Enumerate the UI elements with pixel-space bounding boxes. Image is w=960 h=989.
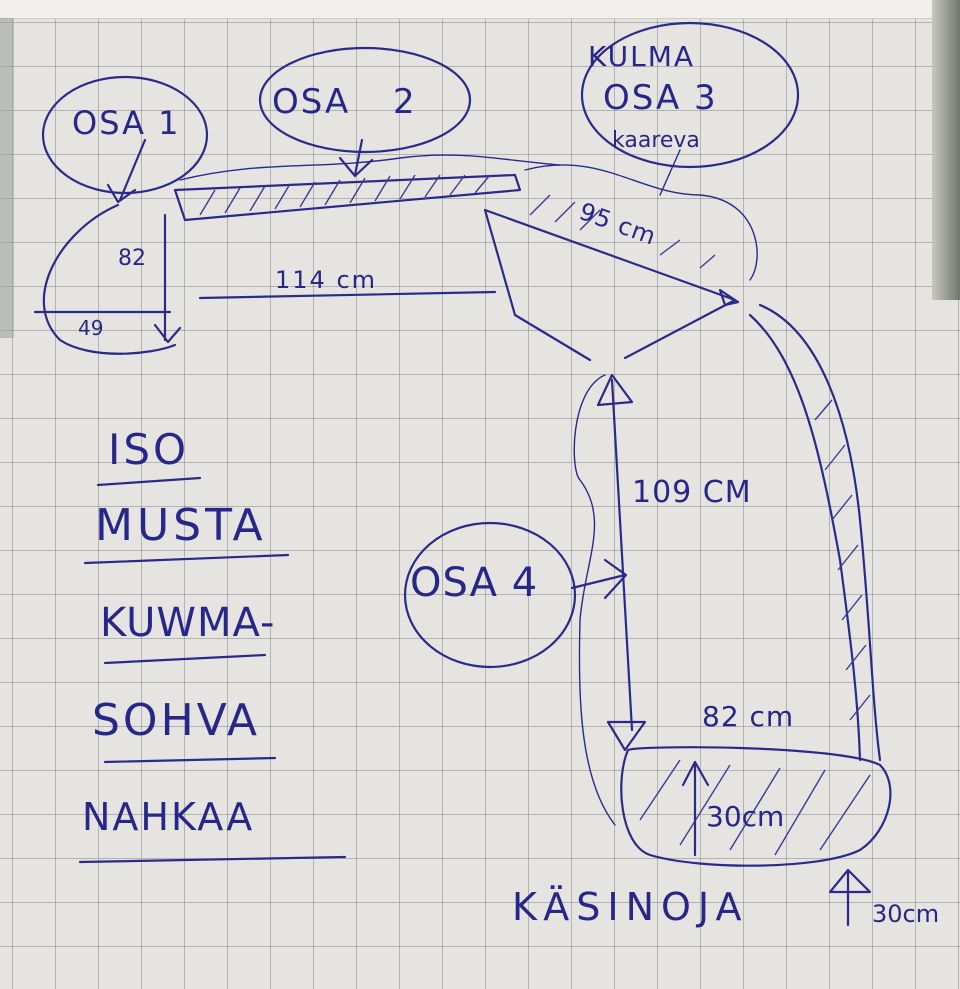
osa1-depth-arrow bbox=[153, 213, 182, 344]
osa1-label: OSA 1 bbox=[72, 104, 181, 142]
armrest-height: 30cm bbox=[872, 900, 940, 928]
osa4-length: 109 CM bbox=[632, 475, 752, 510]
osa4-hatching bbox=[814, 399, 871, 721]
armrest-outline bbox=[620, 746, 892, 867]
underline-sohva bbox=[103, 756, 277, 764]
osa2-bubble bbox=[258, 46, 472, 154]
underline-iso bbox=[96, 476, 202, 487]
osa3-pointer bbox=[659, 149, 681, 196]
osa4-label: OSA 4 bbox=[410, 560, 539, 606]
osa4-length-line bbox=[610, 378, 634, 732]
paper-top-edge bbox=[0, 0, 960, 19]
osa3-back-curve bbox=[524, 164, 758, 281]
osa3-arrow-head bbox=[718, 288, 740, 307]
osa2-hatching bbox=[199, 174, 491, 216]
osa3-corner-outline bbox=[483, 208, 737, 362]
background-left-edge bbox=[0, 18, 14, 338]
osa3-label-line2: OSA 3 bbox=[603, 78, 718, 118]
title-line-2: MUSTA bbox=[95, 500, 267, 551]
osa3-label-line3: kaareva bbox=[612, 128, 700, 153]
title-line-4: SOHVA bbox=[92, 695, 261, 746]
osa1-arrow bbox=[106, 138, 147, 204]
osa4-arrow bbox=[570, 558, 628, 600]
armrest-label: KÄSINOJA bbox=[512, 885, 749, 929]
underline-musta bbox=[83, 553, 290, 565]
armrest-hatching bbox=[639, 759, 871, 856]
osa1-width: 49 bbox=[78, 316, 104, 340]
osa4-arrow-down bbox=[606, 720, 647, 752]
underline-nahkaa bbox=[78, 855, 347, 864]
osa3-hatching bbox=[529, 194, 716, 269]
osa4-bubble bbox=[403, 521, 577, 669]
osa3-label-line1: KULMA bbox=[588, 40, 696, 73]
osa1-depth: 82 bbox=[118, 246, 146, 271]
osa4-arrow-up bbox=[596, 373, 634, 407]
title-line-3: KUWMA- bbox=[100, 600, 276, 646]
armrest-width: 82 cm bbox=[702, 700, 795, 733]
osa2-back-top bbox=[179, 154, 561, 181]
background-right-edge bbox=[932, 0, 960, 300]
osa2-length-line bbox=[198, 290, 497, 300]
osa2-backrest bbox=[173, 173, 522, 222]
title-line-1: ISO bbox=[108, 425, 190, 474]
title-line-5: NAHKAA bbox=[82, 795, 255, 839]
underline-kuwma bbox=[103, 653, 267, 665]
armrest-height-arrow bbox=[828, 868, 872, 927]
osa2-length: 114 cm bbox=[275, 266, 378, 294]
armrest-depth-arrow bbox=[681, 760, 710, 857]
osa2-label: OSA 2 bbox=[272, 82, 417, 122]
osa2-arrow bbox=[338, 138, 374, 178]
osa1-bubble bbox=[41, 75, 209, 195]
osa4-back-outer bbox=[758, 303, 882, 762]
osa4-back-inner bbox=[748, 313, 862, 762]
osa3-bubble bbox=[580, 21, 800, 169]
osa1-seat-outline bbox=[42, 203, 177, 355]
osa4-seat-outline bbox=[573, 374, 616, 826]
armrest-depth: 30cm bbox=[706, 800, 785, 833]
